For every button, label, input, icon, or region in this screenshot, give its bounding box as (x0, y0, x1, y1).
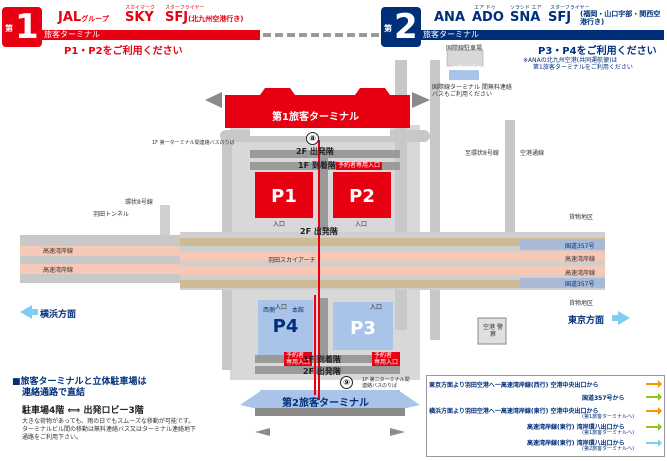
t2-airline-sfj-ruby: スターフライヤー (550, 5, 590, 11)
legend-row-2: 国道357号から (582, 395, 625, 402)
parking-p3[interactable]: P3 (350, 318, 376, 339)
legend-row-3-sub: (第1旅客ターミナルへ) (582, 414, 635, 420)
t1-airline-sky-ruby: スカイマーク (125, 5, 156, 11)
info-small-text: 大きな荷物があっても、雨の日でもスムーズな移動が可能です。 ターミナルビル間の移… (22, 418, 197, 441)
t2-airline-ana: ANA (434, 10, 466, 25)
t2-airline-ado-ruby: エア ドゥ (474, 5, 496, 11)
t1-badge-small: 第 (5, 24, 13, 33)
t2-parking-note: P3・P4をご利用ください (538, 46, 657, 57)
intl-parking-label: 国際線駐車場 (446, 45, 483, 52)
route-legend: 東京方面より羽田空港へ一高速湾岸線(西行) 空港中央出口から 国道357号から … (426, 375, 665, 457)
intl-bus-note-2: バスもご利用ください (432, 91, 493, 98)
t2-bar: 旅客ターミナル (421, 30, 664, 40)
info-title: ■旅客ターミナルと立体駐車場は 連絡通路で直結 (12, 377, 147, 398)
t2-floor-2f: 2F 出発階 (303, 367, 341, 376)
wangan-right-2: 高速湾岸線 (565, 270, 596, 277)
header-dotted-separator (263, 30, 381, 40)
kuko-line-label: 空港通線 (520, 150, 545, 157)
t1-bus-stop-number: ⑧ (306, 132, 319, 145)
parking-p4[interactable]: P4 (272, 316, 299, 337)
route357-bottom: 国道357号 (565, 281, 595, 288)
t1-badge-number: 1 (15, 7, 39, 47)
p4-main: 本館 (292, 307, 305, 314)
t2-bus-stop-label-1: 1F 第二ターミナル間 (362, 377, 410, 383)
t1-floor-1f: 1F 到着階 (298, 161, 336, 170)
legend-row-5-sub: (第2旅客ターミナルへ) (582, 446, 635, 452)
intl-bus-note-1: 国際線ターミナル 間無料連絡 (432, 84, 512, 91)
legend-arrows (646, 380, 662, 447)
t1-badge: 第 1 (2, 7, 42, 47)
t2-floor-1f: 1F 到着階 (303, 355, 341, 364)
t2-airline-ado: ADO (472, 10, 504, 25)
t1-building-label: 第1旅客ターミナル (272, 112, 359, 123)
t2-bus-stop-label-2: 連絡バスのりば (362, 383, 398, 389)
airport-police: 空港 警察 (483, 324, 503, 338)
t1-floor-2f-lower: 2F 出発階 (300, 227, 338, 236)
t1-floor-2f: 2F 出発階 (296, 147, 334, 156)
legend-row-4-sub: (第1旅客ターミナルへ) (582, 430, 635, 436)
legend-row-1: 東京方面より羽田空港へ一高速湾岸線(西行) 空港中央出口から (429, 382, 599, 389)
p4-west: 西側 (263, 307, 276, 314)
route8-label: 環状8号線 (125, 199, 153, 206)
t1-airline-jal: JALグループ (58, 10, 109, 25)
p2-entrance: 入口 (355, 221, 368, 228)
wangan-left-2: 高速湾岸線 (43, 267, 74, 274)
p3-reserve-tag: 予約者専用入口 (372, 352, 401, 366)
t1-airline-sfj-ruby: スターフライヤー (165, 5, 205, 11)
t2-airline-sfj-suffix: (福岡・山口宇部・関西空港行き) (580, 10, 661, 26)
t1-bar: 旅客ターミナル (42, 30, 260, 40)
t2-sub-note-1: ※ANAの北九州空港(共同運航便)は (523, 57, 618, 64)
t2-bus-stop-number: ⑨ (340, 376, 353, 389)
cargo-area-1: 貨物地区 (569, 214, 594, 221)
wangan-right-1: 高速湾岸線 (565, 256, 596, 263)
t2-badge: 第 2 (381, 7, 421, 47)
t2-airline-sfj: SFJ (548, 10, 572, 25)
t1-reserve-entrance: 予約者専用入口 (336, 162, 383, 170)
route8-2-label: 至環状8号線 (465, 150, 499, 157)
haneda-tunnel-label: 羽田トンネル (93, 211, 129, 218)
t1-parking-note: P1・P2をご利用ください (64, 46, 183, 57)
t2-badge-number: 2 (394, 7, 418, 47)
tokyo-direction: 東京方面 (568, 316, 605, 326)
t2-badge-small: 第 (384, 24, 392, 33)
parking-p1[interactable]: P1 (271, 186, 297, 207)
t2-airline-sna-ruby: ソラシド エア (510, 5, 542, 11)
legend-row-4: 高速湾岸線(東行) 湾岸環八出口から (527, 424, 625, 431)
yokohama-direction: 横浜方面 (40, 310, 77, 320)
t2-building-label: 第2旅客ターミナル (282, 398, 369, 409)
p4-reserve-tag: 予約者専用入口 (284, 352, 313, 366)
t1-bus-stop-label: 1F 第一ターミナル間連絡バスのりば (152, 140, 235, 146)
intl-terminal-label: 国際線旅客ターミナル (452, 65, 513, 72)
route357-top: 国道357号 (565, 243, 595, 250)
p4-entrance: 入口 (275, 304, 288, 311)
legend-row-5: 高速湾岸線(東行) 湾岸環八出口から (527, 440, 625, 447)
t1-airline-sky: SKY (125, 10, 154, 25)
t2-airline-sna: SNA (510, 10, 541, 25)
t2-sub-note-2: 第1旅客ターミナルをご利用ください (533, 64, 633, 71)
info-link-text: 駐車場4階 ⟺ 出発ロビー3階 (22, 406, 144, 416)
p1-entrance: 入口 (273, 221, 286, 228)
parking-p2[interactable]: P2 (349, 186, 375, 207)
t1-airline-sfj: SFJ(北九州空港行き) (165, 10, 244, 25)
legend-row-3: 横浜方面より羽田空港へ一高速湾岸線(東行) 空港中央出口から (429, 408, 599, 415)
skyway-label: 羽田スカイアーチ (268, 257, 316, 264)
p3-entrance: 入口 (370, 304, 383, 311)
wangan-left-1: 高速湾岸線 (43, 248, 74, 255)
cargo-area-2: 貨物地区 (569, 300, 594, 307)
